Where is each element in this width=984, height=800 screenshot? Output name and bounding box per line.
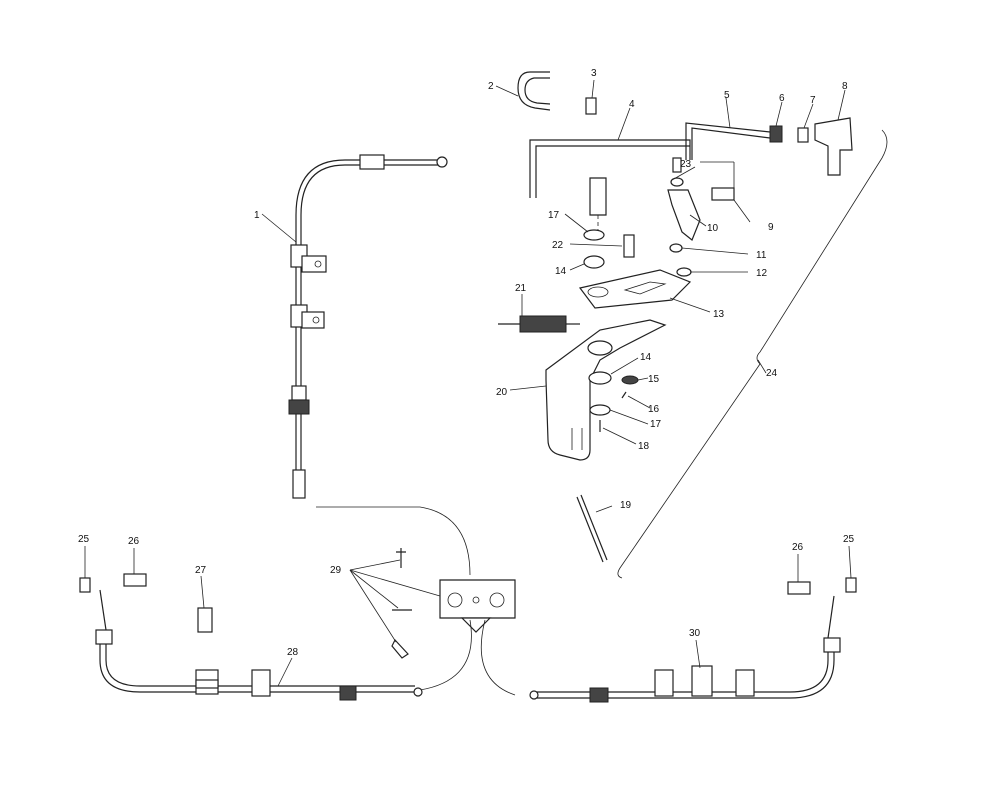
callout-2: 2 <box>488 81 494 92</box>
part-22-pin <box>623 234 635 258</box>
callout-26b: 26 <box>792 542 804 553</box>
callout-8: 8 <box>842 81 848 92</box>
part-15-nut <box>621 375 639 385</box>
callout-25b: 25 <box>843 534 855 545</box>
callout-19: 19 <box>620 500 632 511</box>
callout-24: 24 <box>766 368 778 379</box>
part-2-u-clip <box>517 71 551 111</box>
part-16-pin <box>621 391 627 399</box>
part-4-rod <box>529 139 691 198</box>
callout-10: 10 <box>707 223 719 234</box>
part-14-bushing <box>583 255 605 269</box>
part-17-washer <box>583 229 605 241</box>
callout-22: 22 <box>552 240 564 251</box>
part-25-sleeve-right <box>845 577 857 593</box>
callout-4: 4 <box>629 99 635 110</box>
part-6-knob <box>769 125 783 143</box>
callout-1: 1 <box>254 210 260 221</box>
callout-7: 7 <box>810 95 816 106</box>
callout-14b: 14 <box>640 352 652 363</box>
leader-lines <box>84 79 852 687</box>
part-21-spring <box>498 315 580 333</box>
callout-14: 14 <box>555 266 567 277</box>
part-26-bolt-left <box>123 573 147 587</box>
callout-23: 23 <box>680 159 692 170</box>
part-26-bolt-right <box>787 581 811 595</box>
part-10-lever <box>667 189 701 241</box>
part-9-spring <box>700 161 735 201</box>
part-25-sleeve-left <box>79 577 91 593</box>
part-27-bolt <box>197 607 213 633</box>
part-24-group-bracket <box>617 129 888 579</box>
part-23-bushing <box>670 177 684 187</box>
part-17-washer-lower <box>589 404 611 416</box>
part-4-bracket <box>589 177 607 216</box>
callout-3: 3 <box>591 68 597 79</box>
callout-18: 18 <box>638 441 650 452</box>
part-8-handle <box>814 117 853 176</box>
callout-9: 9 <box>768 222 774 233</box>
callout-17b: 17 <box>650 419 662 430</box>
part-7-sleeve <box>797 127 809 143</box>
part-5-rod <box>685 122 771 160</box>
part-14-bushing-lower <box>588 371 612 385</box>
callout-26: 26 <box>128 536 140 547</box>
callout-13: 13 <box>713 309 725 320</box>
callout-28: 28 <box>287 647 299 658</box>
part-20-bracket <box>545 319 667 461</box>
callout-11: 11 <box>756 250 767 261</box>
part-30-cable <box>529 595 841 703</box>
callout-5: 5 <box>724 90 730 101</box>
callout-25: 25 <box>78 534 90 545</box>
callout-29: 29 <box>330 565 342 576</box>
part-13-plate <box>578 269 692 309</box>
callout-12: 12 <box>756 268 768 279</box>
callout-27: 27 <box>195 565 207 576</box>
callout-15: 15 <box>648 374 660 385</box>
callout-21: 21 <box>515 283 527 294</box>
part-3-sleeve <box>585 97 597 115</box>
callout-17: 17 <box>548 210 560 221</box>
callout-6: 6 <box>779 93 785 104</box>
part-19-tie <box>576 494 608 563</box>
callout-20: 20 <box>496 387 508 398</box>
callout-16: 16 <box>648 404 660 415</box>
callout-30: 30 <box>689 628 701 639</box>
part-29-mount <box>391 548 516 659</box>
part-28-cable <box>95 589 423 701</box>
callout-labels: 1 2 3 4 5 6 7 8 9 10 11 12 13 14 14 15 1… <box>78 68 855 658</box>
part-1-cable-assembly <box>288 154 448 499</box>
